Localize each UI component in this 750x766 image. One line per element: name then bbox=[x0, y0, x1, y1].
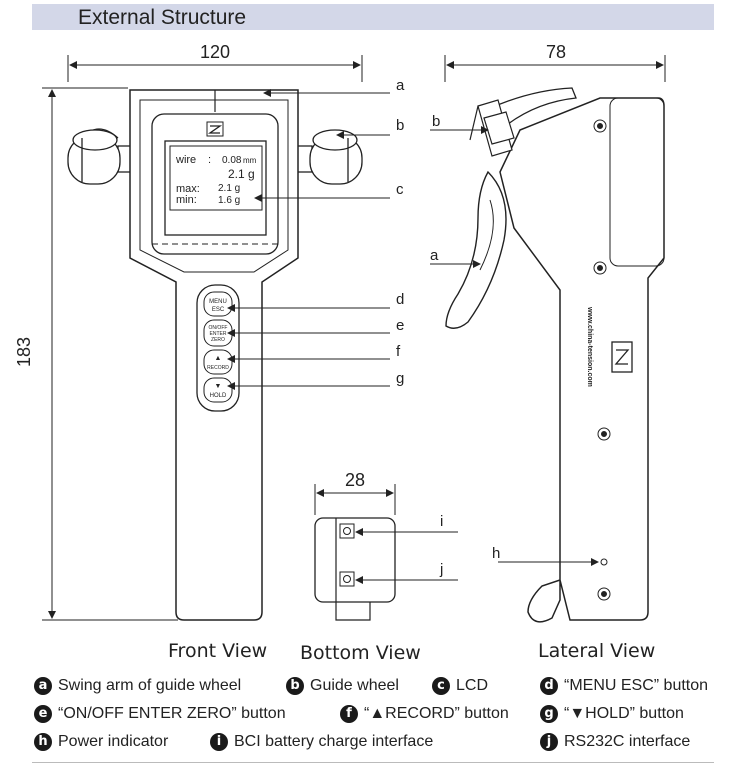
lateral-screws bbox=[593, 119, 611, 601]
front-callout-a: a bbox=[396, 77, 405, 94]
record-button-label: RECORD bbox=[207, 365, 229, 371]
dimension-lateral-width-label: 78 bbox=[546, 42, 566, 62]
dimension-bottom-width bbox=[314, 484, 396, 515]
title-bar: External Structure bbox=[32, 4, 714, 30]
legend-badge-i: i bbox=[210, 733, 228, 751]
device-diagram: 120 78 183 28 bbox=[14, 42, 666, 623]
dimension-front-width bbox=[67, 55, 363, 82]
menu-esc-button[interactable]: MENU ESC bbox=[203, 291, 233, 317]
bottom-view-label: Bottom View bbox=[300, 642, 421, 664]
front-guide-wheel-left bbox=[67, 128, 135, 185]
lateral-body-outline bbox=[499, 97, 665, 623]
dimension-height-label: 183 bbox=[14, 337, 34, 367]
legend-text-h: Power indicator bbox=[58, 733, 169, 751]
front-callout-c: c bbox=[396, 181, 404, 198]
legend-badge-f: f bbox=[340, 705, 358, 723]
legend-text-i: BCI battery charge interface bbox=[234, 733, 434, 751]
lcd-wire-colon: : bbox=[208, 154, 211, 166]
bottom-callout-i: i bbox=[440, 513, 443, 530]
lcd-current-value: 2.1 g bbox=[228, 167, 255, 181]
front-callout-f: f bbox=[396, 343, 401, 360]
front-view-label: Front View bbox=[168, 640, 268, 662]
legend-item-d: d “MENU ESC” button bbox=[540, 677, 708, 695]
lateral-logo-icon bbox=[611, 341, 633, 373]
front-guide-wheel-right bbox=[295, 129, 363, 185]
legend-text-f: “▲RECORD” button bbox=[364, 705, 509, 723]
dimension-front-width-label: 120 bbox=[200, 42, 230, 62]
rs232c-port bbox=[339, 571, 355, 587]
legend-item-g: g “▼HOLD” button bbox=[540, 705, 684, 723]
legend-item-e: e “ON/OFF ENTER ZERO” button bbox=[34, 705, 286, 723]
lateral-url-text: www.china-tension.com bbox=[586, 306, 593, 387]
lcd-min-label: min: bbox=[176, 194, 197, 206]
lateral-view-label: Lateral View bbox=[538, 640, 656, 662]
legend-badge-h: h bbox=[34, 733, 52, 751]
footer-divider bbox=[32, 762, 714, 763]
menu-esc-button-line2: ESC bbox=[212, 307, 225, 313]
bottom-body bbox=[314, 517, 396, 603]
legend-item-j: j RS232C interface bbox=[540, 733, 690, 751]
record-button[interactable]: ▲ RECORD bbox=[203, 349, 233, 375]
record-button-icon: ▲ bbox=[215, 355, 222, 362]
front-view: wire : 0.08 mm 2.1 g max: 2.1 g min: 1.6… bbox=[67, 77, 405, 621]
bci-port bbox=[339, 523, 355, 539]
legend-text-a: Swing arm of guide wheel bbox=[58, 677, 242, 695]
lcd-wire-value: 0.08 bbox=[222, 155, 242, 166]
legend-text-d: “MENU ESC” button bbox=[564, 677, 709, 695]
lateral-view: www.china-tension.com b a h bbox=[430, 87, 665, 623]
onoff-button-line2: ENTER bbox=[210, 331, 227, 337]
legend-text-e: “ON/OFF ENTER ZERO” button bbox=[58, 705, 286, 723]
onoff-button-line1: ON/OFF bbox=[209, 325, 228, 331]
legend-badge-j: j bbox=[540, 733, 558, 751]
front-callout-lines bbox=[227, 89, 390, 390]
legend-text-j: RS232C interface bbox=[564, 733, 691, 751]
bottom-callout-j: j bbox=[439, 561, 443, 578]
front-logo-icon bbox=[206, 121, 224, 137]
lcd-min-value: 1.6 g bbox=[218, 195, 240, 206]
lcd-max-label: max: bbox=[176, 183, 200, 195]
legend-badge-g: g bbox=[540, 705, 558, 723]
legend-item-i: i BCI battery charge interface bbox=[210, 733, 433, 751]
lateral-swing-arm-lever bbox=[445, 170, 507, 329]
dimension-lateral-width bbox=[444, 55, 666, 82]
lateral-callout-h: h bbox=[492, 545, 500, 562]
legend-badge-c: c bbox=[432, 677, 450, 695]
legend-badge-d: d bbox=[540, 677, 558, 695]
onoff-button-line3: ZERO bbox=[211, 337, 225, 343]
onoff-enter-zero-button[interactable]: ON/OFF ENTER ZERO bbox=[203, 319, 233, 347]
lateral-callout-a: a bbox=[430, 247, 439, 264]
lcd-max-value: 2.1 g bbox=[218, 183, 240, 194]
legend-item-a: a Swing arm of guide wheel bbox=[34, 677, 241, 695]
power-indicator bbox=[600, 558, 608, 566]
front-callout-b: b bbox=[396, 117, 404, 134]
lcd-screen bbox=[169, 145, 263, 211]
dimension-height bbox=[42, 87, 178, 621]
dimension-bottom-width-label: 28 bbox=[345, 470, 365, 490]
bottom-view: i j bbox=[314, 513, 458, 621]
legend-item-h: h Power indicator bbox=[34, 733, 168, 751]
legend-item-b: b Guide wheel bbox=[286, 677, 399, 695]
legend-item-f: f “▲RECORD” button bbox=[340, 705, 509, 723]
legend-badge-e: e bbox=[34, 705, 52, 723]
button-panel bbox=[196, 284, 240, 412]
legend-badge-a: a bbox=[34, 677, 52, 695]
legend-text-b: Guide wheel bbox=[310, 677, 399, 695]
hold-button-label: HOLD bbox=[210, 393, 227, 399]
lcd-wire-label: wire bbox=[175, 154, 196, 166]
front-callout-g: g bbox=[396, 370, 404, 387]
lateral-swing-arm-top bbox=[484, 87, 577, 125]
legend-text-g: “▼HOLD” button bbox=[564, 705, 684, 723]
lateral-callout-b: b bbox=[432, 113, 440, 130]
hold-button-icon: ▼ bbox=[215, 383, 222, 390]
legend-badge-b: b bbox=[286, 677, 304, 695]
front-callout-d: d bbox=[396, 291, 404, 308]
lcd-wire-unit: mm bbox=[243, 156, 257, 165]
legend-item-c: c LCD bbox=[432, 677, 488, 695]
page-title: External Structure bbox=[78, 6, 247, 29]
hold-button[interactable]: ▼ HOLD bbox=[203, 377, 233, 403]
front-callout-e: e bbox=[396, 317, 404, 334]
menu-esc-button-line1: MENU bbox=[209, 299, 227, 305]
legend-text-c: LCD bbox=[456, 677, 489, 695]
lateral-guide-wheel bbox=[469, 99, 515, 157]
